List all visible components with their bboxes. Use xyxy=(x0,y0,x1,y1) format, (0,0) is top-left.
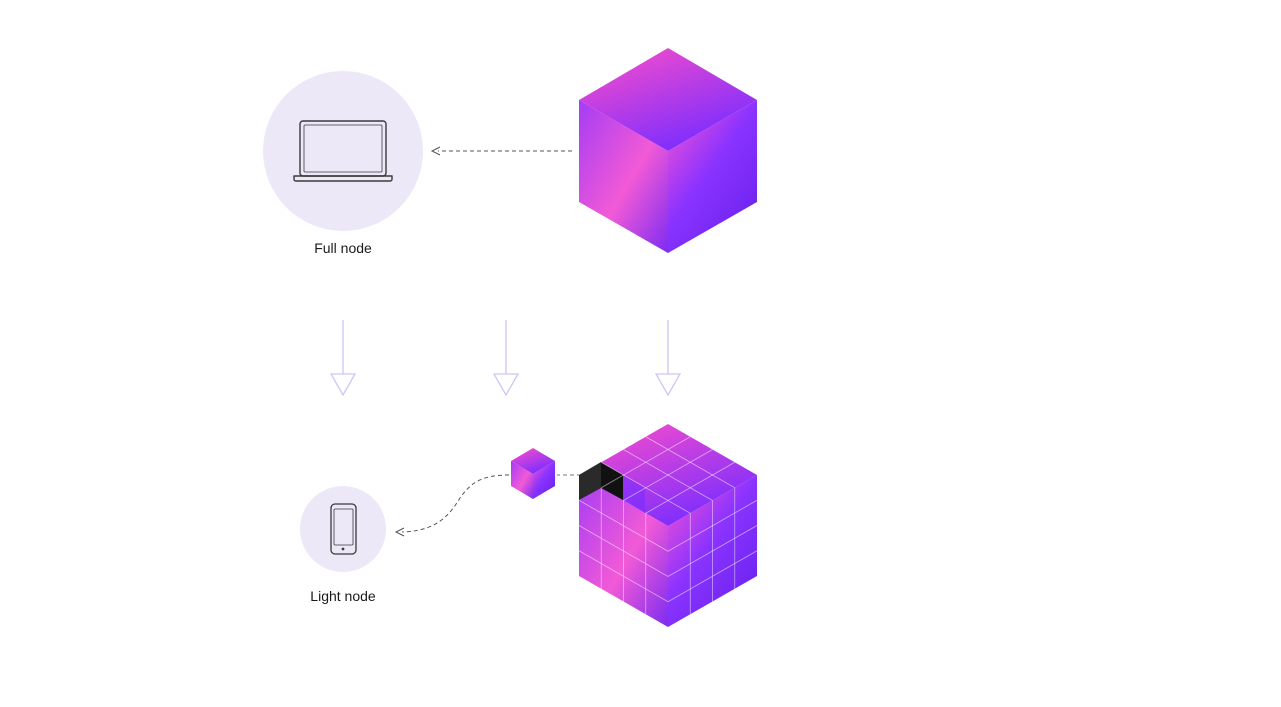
block-cube xyxy=(579,48,757,253)
grid-block-cube xyxy=(578,424,758,627)
phone-icon xyxy=(330,503,357,555)
full-node-label: Full node xyxy=(314,240,372,256)
laptop-icon xyxy=(293,120,393,182)
full-node-circle xyxy=(263,71,423,231)
light-node-circle xyxy=(300,486,386,572)
down-arrow-3 xyxy=(654,320,682,397)
small-block-cube xyxy=(511,448,555,499)
down-arrow-2 xyxy=(492,320,520,397)
light-node-label: Light node xyxy=(310,588,376,604)
block-to-full-node-arrow xyxy=(430,146,572,156)
light-node: Light node xyxy=(300,486,386,604)
small-block-to-light-node-arrow xyxy=(394,474,510,537)
down-arrow-1 xyxy=(329,320,357,397)
full-node: Full node xyxy=(263,71,423,256)
